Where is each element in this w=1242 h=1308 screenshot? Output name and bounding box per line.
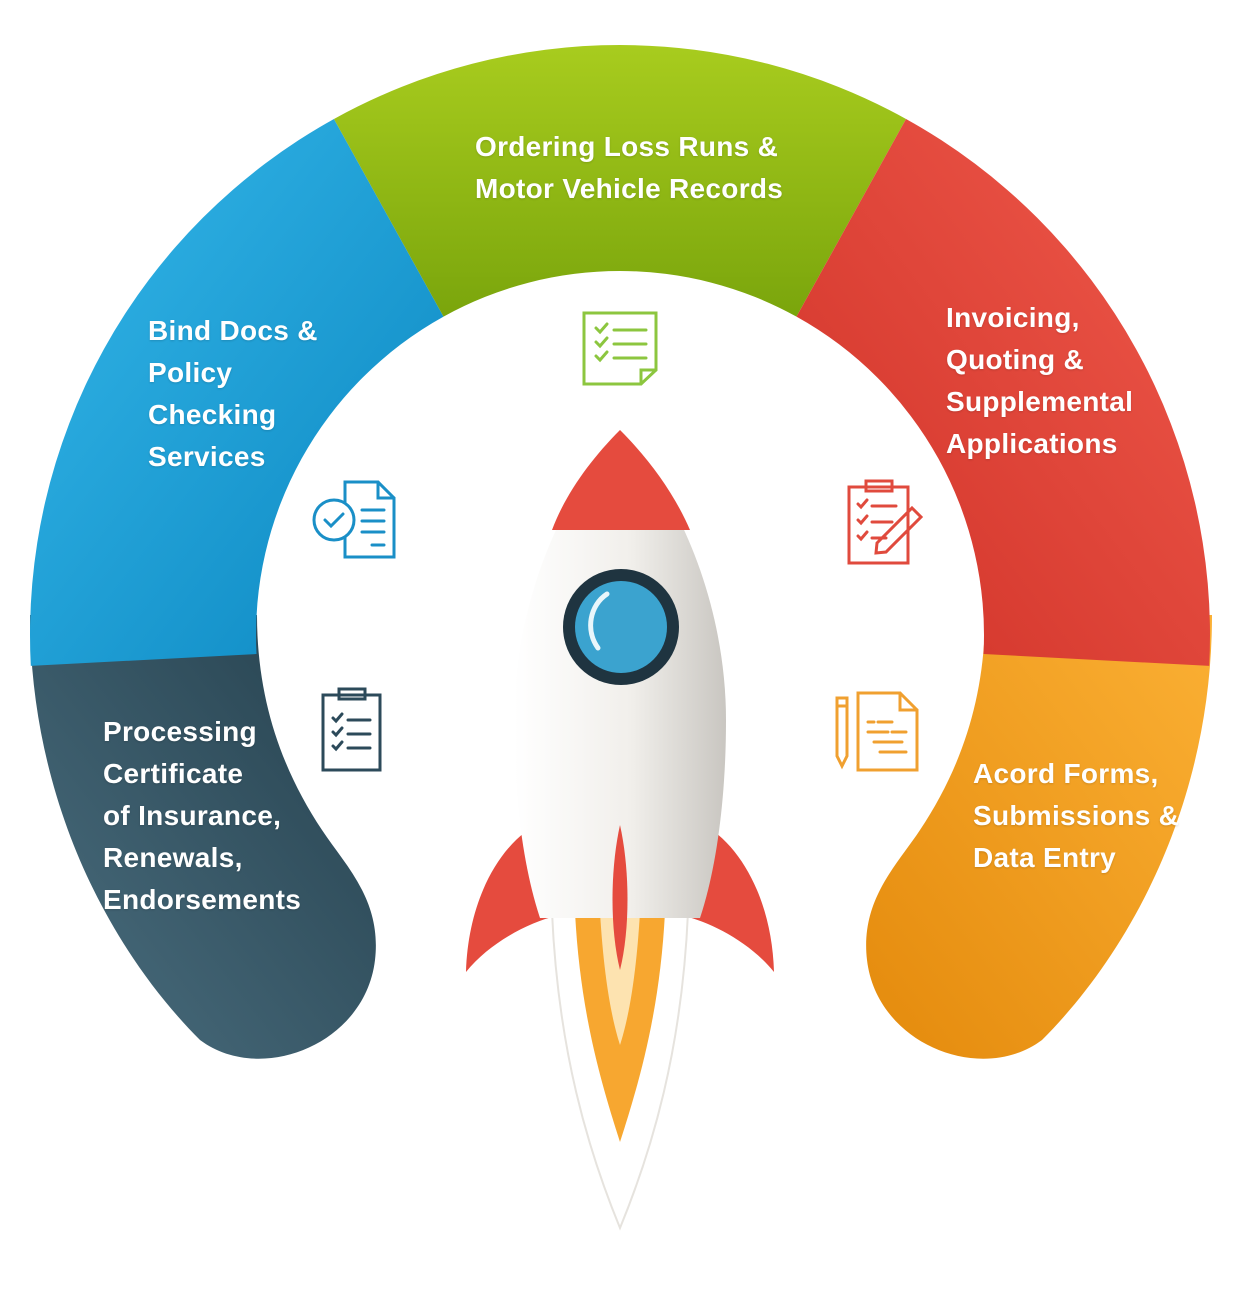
label-line: Invoicing, xyxy=(946,302,1080,333)
segment-dark xyxy=(30,615,376,1059)
label-line: Motor Vehicle Records xyxy=(475,173,784,204)
label-certificates: Processing Certificate of Insurance, Ren… xyxy=(103,711,301,921)
label-line: Checking xyxy=(148,399,277,430)
segment-blue xyxy=(30,118,444,666)
rocket-nose xyxy=(552,430,690,530)
label-line: Acord Forms, xyxy=(973,758,1159,789)
rocket-window-highlight xyxy=(588,591,610,651)
label-acord-forms: Acord Forms, Submissions & Data Entry xyxy=(973,753,1179,879)
rocket-icon xyxy=(466,430,774,1231)
label-line: Supplemental xyxy=(946,386,1134,417)
label-line: Ordering Loss Runs & xyxy=(475,131,779,162)
label-line: Processing xyxy=(103,716,257,747)
label-line: Renewals, xyxy=(103,842,243,873)
checklist-document-icon xyxy=(582,311,658,386)
label-line: of Insurance, xyxy=(103,800,282,831)
label-line: Quoting & xyxy=(946,344,1084,375)
label-bind-docs: Bind Docs & Policy Checking Services xyxy=(148,310,318,478)
label-invoicing: Invoicing, Quoting & Supplemental Applic… xyxy=(946,297,1133,465)
label-line: Submissions & xyxy=(973,800,1180,831)
segment-red xyxy=(796,118,1210,666)
label-line: Bind Docs & xyxy=(148,315,318,346)
rocket-center-fin xyxy=(612,825,628,970)
clipboard-pencil-icon xyxy=(847,479,924,565)
label-line: Policy xyxy=(148,357,233,388)
segment-green xyxy=(333,45,907,317)
label-line: Certificate xyxy=(103,758,244,789)
label-line: Data Entry xyxy=(973,842,1117,873)
segment-orange xyxy=(866,615,1212,1059)
rocket-flame-core xyxy=(600,912,640,1045)
label-line: Services xyxy=(148,441,266,472)
label-line: Endorsements xyxy=(103,884,302,915)
label-line: Applications xyxy=(946,428,1118,459)
pencil-document-icon xyxy=(835,691,919,772)
clipboard-checklist-icon xyxy=(321,687,382,772)
label-loss-runs: Ordering Loss Runs & Motor Vehicle Recor… xyxy=(475,126,783,210)
document-check-icon xyxy=(312,480,396,559)
